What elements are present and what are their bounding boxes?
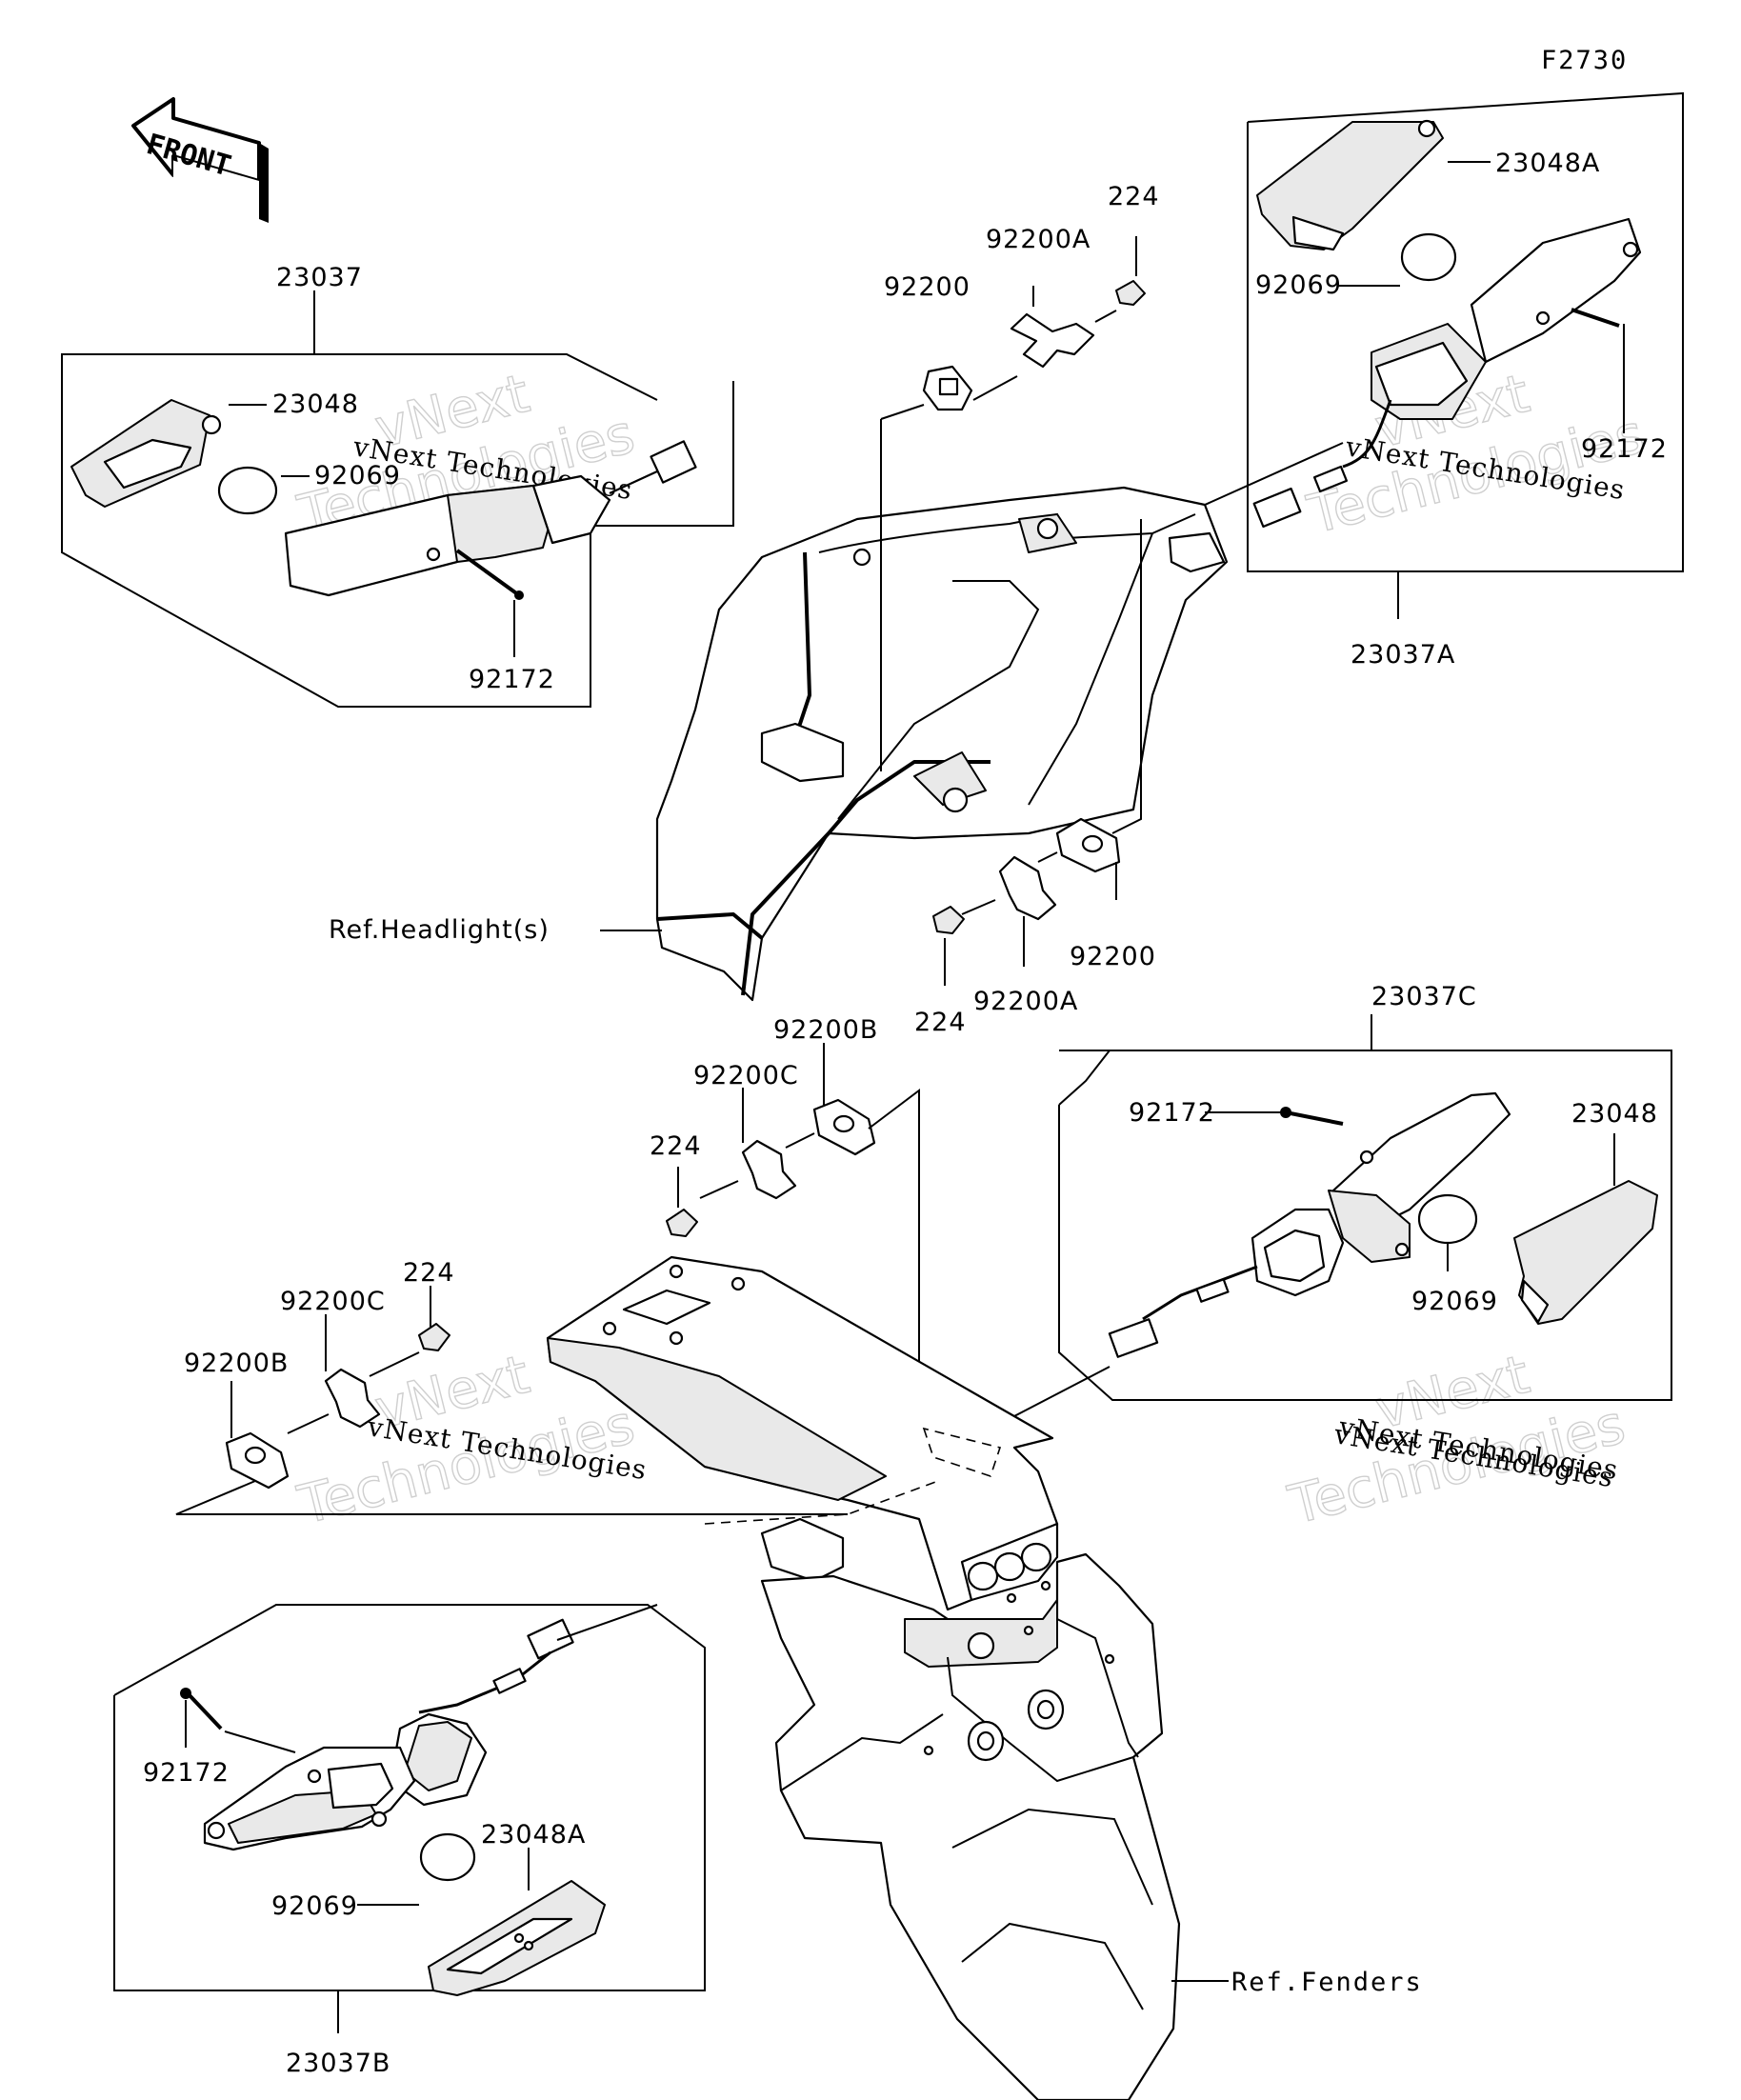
callout-224-mid: 224 (914, 1008, 967, 1037)
part-housing-right-front (1470, 217, 1642, 364)
rear-fasteners-upper (666, 1043, 920, 1405)
callout-23048-right: 23048 (1571, 1099, 1658, 1129)
rear-tail-unit (546, 1255, 1229, 2100)
callout-92200B-top: 92200B (773, 1015, 878, 1045)
part-92200C-top (741, 1139, 797, 1200)
part-screw-224-rear2 (418, 1323, 450, 1351)
cowl-fasteners-mid (932, 519, 1142, 986)
callout-23048-left: 23048 (272, 390, 359, 419)
callout-92200A-top: 92200A (986, 225, 1091, 254)
part-92200A-top (1010, 312, 1095, 369)
part-bulb-92069-tr (1400, 232, 1457, 282)
callout-92172-tr: 92172 (1581, 434, 1668, 464)
part-bulb-92069-bl (419, 1832, 476, 1882)
figure-code: F2730 (1541, 46, 1628, 75)
rear-fasteners-lower (175, 1286, 848, 1515)
callout-23037A: 23037A (1351, 640, 1455, 670)
group-23037 (61, 290, 734, 708)
callout-23037C: 23037C (1371, 982, 1477, 1011)
ref-headlight: Ref.Headlight(s) (329, 915, 550, 945)
cowl-fasteners-top (880, 236, 1146, 771)
callout-92069-bl: 92069 (271, 1891, 358, 1921)
part-92200A-mid (998, 855, 1057, 921)
callout-224-rear2: 224 (403, 1258, 455, 1288)
part-screw-224-rear1 (666, 1209, 698, 1237)
callout-92200B-left: 92200B (184, 1349, 289, 1378)
part-lens-23048A-top (1256, 121, 1444, 250)
part-bulb-92069-right (1417, 1193, 1478, 1245)
callout-92200-mid: 92200 (1070, 942, 1156, 971)
callout-92200A-mid: 92200A (973, 987, 1078, 1016)
ref-fenders: Ref.Fenders (1231, 1968, 1423, 1997)
group-23037C (990, 1014, 1672, 1430)
callout-23037B: 23037B (286, 2049, 390, 2078)
group-23037B (113, 1604, 706, 2033)
part-screw-224-top (1115, 280, 1146, 306)
callout-92172-left: 92172 (469, 665, 555, 694)
callout-23048A-top: 23048A (1495, 149, 1600, 178)
callout-92069-tr: 92069 (1255, 270, 1342, 300)
callout-92200C-top: 92200C (693, 1061, 799, 1090)
callout-92069-left: 92069 (314, 461, 401, 490)
callout-224-rear1: 224 (650, 1131, 702, 1161)
callout-23048A-bottom: 23048A (481, 1820, 586, 1850)
group-23037A (1166, 91, 1684, 619)
callout-224-top: 224 (1108, 182, 1160, 211)
callout-92069-right: 92069 (1411, 1287, 1498, 1316)
front-cowl (600, 486, 1229, 1002)
part-screw-224-mid (932, 906, 965, 934)
callout-92200C-left: 92200C (280, 1287, 386, 1316)
callout-92172-right: 92172 (1129, 1098, 1215, 1128)
callout-92200-top: 92200 (884, 272, 971, 302)
callout-92172-bl: 92172 (143, 1758, 230, 1788)
front-direction-arrow: FRONT (131, 97, 269, 223)
part-92200C-left (324, 1368, 381, 1429)
callout-23037: 23037 (276, 263, 363, 292)
part-lens-23048-right (1513, 1180, 1658, 1325)
part-bulb-92069-left (217, 466, 278, 515)
